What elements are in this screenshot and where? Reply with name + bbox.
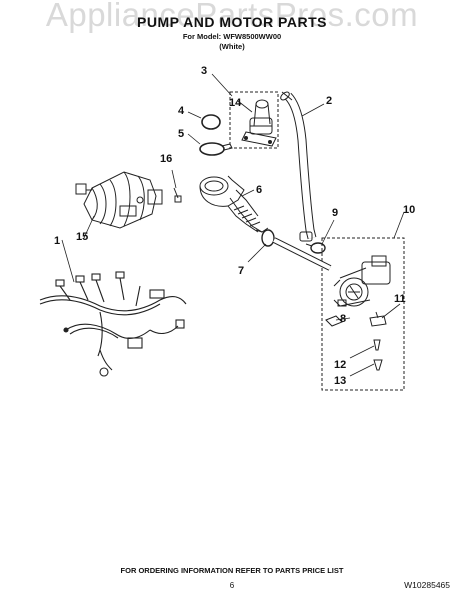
callout-5: 5 [178,128,184,140]
callout-10: 10 [403,204,415,216]
part-4-oring [201,114,221,130]
callout-4: 4 [178,105,185,117]
model-line: For Model: WFW8500WW00 [182,32,282,41]
page-number: 6 [229,581,235,590]
group-box-14 [229,91,279,149]
callout-13: 13 [334,375,346,387]
part-12-screw [373,339,381,351]
part-14-housing [241,99,277,147]
callout-15: 15 [76,231,88,243]
page-title: PUMP AND MOTOR PARTS [137,14,327,30]
part-9-clamp [305,242,326,254]
callout-12: 12 [334,359,346,371]
watermark-text: AppliancePartsPros.com [45,0,419,33]
callout-3: 3 [201,65,207,77]
part-16-bolt [173,187,182,203]
callout-9: 9 [332,207,338,219]
part-13-screw [373,359,383,371]
callout-8: 8 [340,313,346,325]
part-1-wire-harness [39,271,187,377]
part-15-motor [75,171,163,229]
part-10-pump [333,255,391,307]
callout-2: 2 [326,95,332,107]
part-2-hose [280,91,317,242]
callout-14: 14 [229,97,242,109]
color-line: (White) [219,42,245,51]
part-5-clamp [199,142,233,156]
leader-lines [61,73,405,377]
model-subtitle: For Model: WFW8500WW00 (White) [0,32,464,52]
callout-1: 1 [54,235,60,247]
callout-6: 6 [256,184,262,196]
group-box-10 [321,237,405,391]
callout-7: 7 [238,265,244,277]
part-8-grommet [325,315,343,327]
part-11-bracket [369,311,387,327]
document-number: W10285465 [404,580,450,590]
part-6-sump-hose [199,175,269,233]
callout-11: 11 [394,293,406,305]
callout-16: 16 [160,153,172,165]
ordering-note: FOR ORDERING INFORMATION REFER TO PARTS … [120,566,344,575]
part-7-clamp [255,229,275,247]
